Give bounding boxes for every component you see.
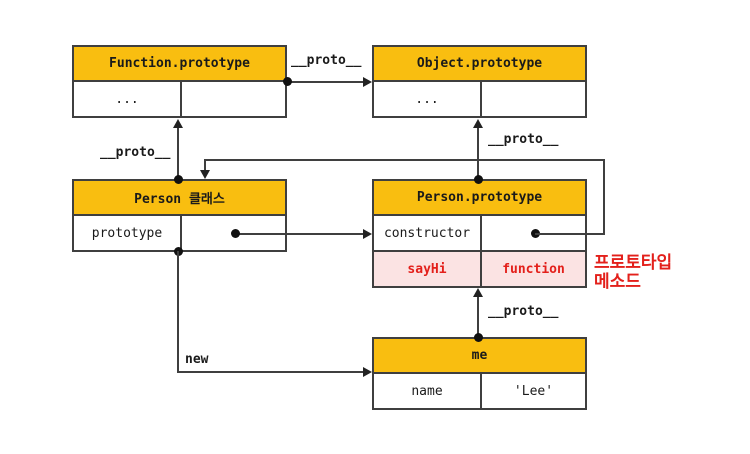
box-title: me — [374, 339, 585, 374]
arrow-prototype-to-constructor-head — [363, 229, 372, 239]
arrow-person-to-fn-dot — [174, 175, 183, 184]
annotation-line-1: 프로토타입 — [594, 253, 673, 273]
cell-value: 'Lee' — [513, 383, 554, 399]
label-proto-left: __proto__ — [100, 145, 171, 160]
table-row-prototype-method: sayHi function — [374, 250, 585, 286]
cell-key: prototype — [74, 216, 182, 250]
label-new: new — [185, 352, 209, 367]
box-title: Person.prototype — [374, 181, 585, 216]
arrow-me-to-pproto-head — [473, 288, 483, 297]
table-row: constructor — [374, 216, 585, 250]
arrow-constructor-to-person-seg3 — [204, 159, 605, 161]
box-me: me name 'Lee' — [372, 337, 587, 410]
table-row: ... — [74, 82, 285, 116]
arrow-person-to-fn-line — [177, 126, 179, 180]
box-person-class: Person 클래스 prototype — [72, 179, 287, 252]
table-row: name 'Lee' — [374, 374, 585, 408]
arrow-new-head — [363, 367, 372, 377]
table-row: prototype — [74, 216, 285, 250]
cell-key: sayHi — [374, 252, 482, 286]
arrow-pproto-to-obj-dot — [474, 175, 483, 184]
cell-key: constructor — [374, 216, 482, 250]
box-title: Function.prototype — [74, 47, 285, 82]
arrow-person-to-fn-head — [173, 119, 183, 128]
label-proto-top: __proto__ — [291, 53, 362, 68]
arrow-constructor-to-person-seg4 — [204, 159, 206, 172]
cell-value — [482, 82, 585, 116]
arrow-prototype-to-constructor-dot — [231, 229, 240, 238]
box-title: Object.prototype — [374, 47, 585, 82]
arrow-new-vline — [177, 251, 179, 371]
arrow-pproto-to-obj-head — [473, 119, 483, 128]
cell-key: ... — [374, 82, 482, 116]
box-object-prototype: Object.prototype ... — [372, 45, 587, 118]
arrow-prototype-to-constructor-line — [235, 233, 365, 235]
arrow-constructor-to-person-head — [200, 170, 210, 179]
box-function-prototype: Function.prototype ... — [72, 45, 287, 118]
arrow-fn-to-obj-dot — [283, 77, 292, 86]
cell-value: function — [502, 261, 565, 277]
cell-key: name — [374, 374, 482, 408]
box-title: Person 클래스 — [74, 181, 285, 216]
annotation-line-2: 메소드 — [594, 272, 641, 292]
arrow-me-to-pproto-dot — [474, 333, 483, 342]
arrow-constructor-to-person-seg1 — [535, 233, 605, 235]
cell-key: ... — [74, 82, 182, 116]
arrow-fn-to-obj-head — [363, 77, 372, 87]
table-row: ... — [374, 82, 585, 116]
arrow-me-to-pproto-line — [477, 295, 479, 337]
arrow-constructor-to-person-seg2 — [603, 159, 605, 235]
arrow-pproto-to-obj-line — [477, 126, 479, 180]
arrow-new-hline — [177, 371, 365, 373]
label-proto-me: __proto__ — [488, 304, 559, 319]
cell-value — [182, 82, 285, 116]
arrow-fn-to-obj-line — [287, 81, 365, 83]
label-proto-right: __proto__ — [488, 132, 559, 147]
annotation-prototype-method: 프로토타입 메소드 — [594, 254, 672, 292]
